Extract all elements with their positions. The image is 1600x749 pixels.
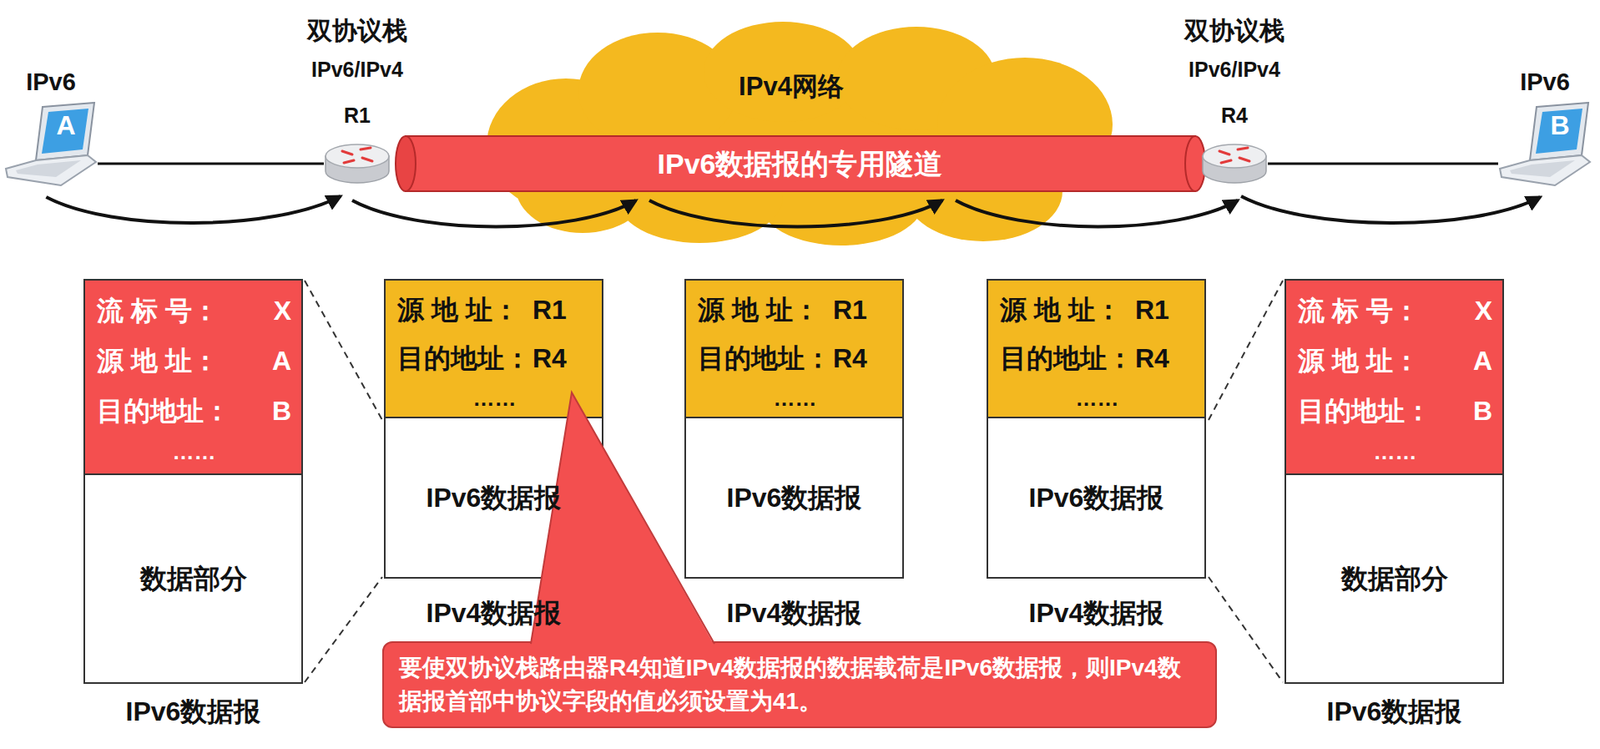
- datagram-caption: IPv6数据报: [1267, 694, 1521, 728]
- network-name: IPv4网络: [449, 70, 1134, 104]
- router-icon: 双协议栈IPv6/IPv4R4: [1159, 12, 1310, 192]
- field-value: R4: [1133, 341, 1195, 375]
- link-line: [97, 162, 324, 166]
- header-box: 流 标 号：X 源 地 址：A 目的地址：B ……: [1284, 278, 1505, 475]
- payload-box: IPv6数据报: [986, 416, 1207, 579]
- payload-label: 数据部分: [140, 561, 248, 596]
- payload-label: IPv6数据报: [1029, 480, 1165, 515]
- field-value: A: [1431, 343, 1493, 378]
- ellipsis: ……: [397, 388, 592, 409]
- router-role: 双协议栈: [282, 12, 433, 50]
- laptop-icon: IPv6A: [4, 66, 98, 192]
- flow-arrow: [1241, 196, 1540, 223]
- field-value: X: [230, 293, 292, 328]
- payload-box: 数据部分: [1284, 473, 1505, 684]
- field-value: R4: [530, 341, 592, 375]
- host-label: IPv6: [1498, 66, 1592, 97]
- host-label: IPv6: [4, 66, 98, 97]
- field-value: R1: [530, 292, 592, 327]
- laptop-drawing: [1498, 101, 1592, 189]
- datagram-frame: IPv4数据报源 地 址：R1目的地址：R4……IPv6数据报: [986, 278, 1207, 630]
- field-value: X: [1431, 293, 1493, 328]
- payload-box: 数据部分: [83, 473, 303, 684]
- field-name: 目的地址：: [96, 393, 231, 428]
- header-box: 源 地 址：R1 目的地址：R4 ……: [383, 278, 604, 419]
- router-name: R1: [282, 98, 433, 132]
- datagram-caption: IPv6数据报: [66, 694, 320, 728]
- network-cloud: IPv4网络: [449, 20, 1134, 246]
- header-box: 源 地 址：R1 目的地址：R4 ……: [986, 278, 1207, 419]
- field-name: 源 地 址：: [96, 343, 231, 378]
- ellipsis: ……: [1297, 441, 1493, 462]
- field-value: B: [230, 393, 292, 428]
- field-name: 目的地址：: [1297, 393, 1432, 428]
- callout-box: 要使双协议栈路由器R4知道IPv4数据报的数据载荷是IPv6数据报，则IPv4数…: [382, 641, 1217, 728]
- router-stack: IPv6/IPv4: [282, 52, 433, 86]
- field-value: R1: [1133, 292, 1195, 327]
- payload-label: 数据部分: [1341, 561, 1449, 596]
- datagram-caption: IPv4数据报: [969, 595, 1223, 630]
- field-name: 目的地址：: [697, 341, 832, 375]
- router-name: R4: [1159, 98, 1310, 132]
- field-name: 目的地址：: [999, 341, 1134, 375]
- router-drawing: [1201, 139, 1268, 188]
- field-name: 流 标 号：: [96, 293, 231, 328]
- header-box: 源 地 址：R1 目的地址：R4 ……: [684, 278, 904, 419]
- field-name: 目的地址：: [397, 341, 531, 375]
- cloud-drawing: [449, 20, 1134, 246]
- payload-label: IPv6数据报: [426, 480, 562, 515]
- payload-label: IPv6数据报: [726, 480, 863, 515]
- field-name: 源 地 址：: [697, 292, 832, 327]
- router-drawing: [323, 139, 391, 188]
- tunnel-name: IPv6数据报的专用隧道: [393, 146, 1207, 182]
- router-stack: IPv6/IPv4: [1159, 52, 1310, 86]
- datagram-frame: IPv4数据报源 地 址：R1目的地址：R4……IPv6数据报: [684, 278, 904, 630]
- field-name: 流 标 号：: [1297, 293, 1432, 328]
- laptop-icon: IPv6B: [1498, 66, 1592, 192]
- header-box: 流 标 号：X 源 地 址：A 目的地址：B ……: [83, 278, 303, 475]
- ellipsis: ……: [999, 388, 1195, 409]
- datagram-frame: IPv6数据报流 标 号：X源 地 址：A目的地址：B……数据部分: [83, 278, 303, 730]
- tunnel-pipe: IPv6数据报的专用隧道: [393, 134, 1207, 193]
- field-name: 源 地 址：: [1297, 343, 1432, 378]
- field-value: R1: [831, 292, 893, 327]
- host-name: B: [1541, 108, 1579, 142]
- laptop-drawing: [4, 101, 98, 189]
- ellipsis: ……: [96, 441, 292, 462]
- datagram-frame: IPv6数据报流 标 号：X源 地 址：A目的地址：B……数据部分: [1284, 278, 1505, 730]
- field-name: 源 地 址：: [397, 292, 531, 327]
- datagram-caption: IPv4数据报: [667, 595, 921, 630]
- ellipsis: ……: [697, 388, 893, 409]
- flow-arrow: [45, 196, 341, 223]
- link-line: [1267, 162, 1499, 166]
- field-name: 源 地 址：: [999, 292, 1134, 327]
- payload-box: IPv6数据报: [684, 416, 904, 579]
- field-value: R4: [831, 341, 893, 375]
- field-value: B: [1431, 393, 1493, 428]
- host-name: A: [47, 108, 85, 142]
- datagram-caption: IPv4数据报: [367, 595, 621, 630]
- router-role: 双协议栈: [1159, 12, 1310, 50]
- callout-text: 要使双协议栈路由器R4知道IPv4数据报的数据载荷是IPv6数据报，则IPv4数…: [398, 651, 1201, 718]
- field-value: A: [230, 343, 292, 378]
